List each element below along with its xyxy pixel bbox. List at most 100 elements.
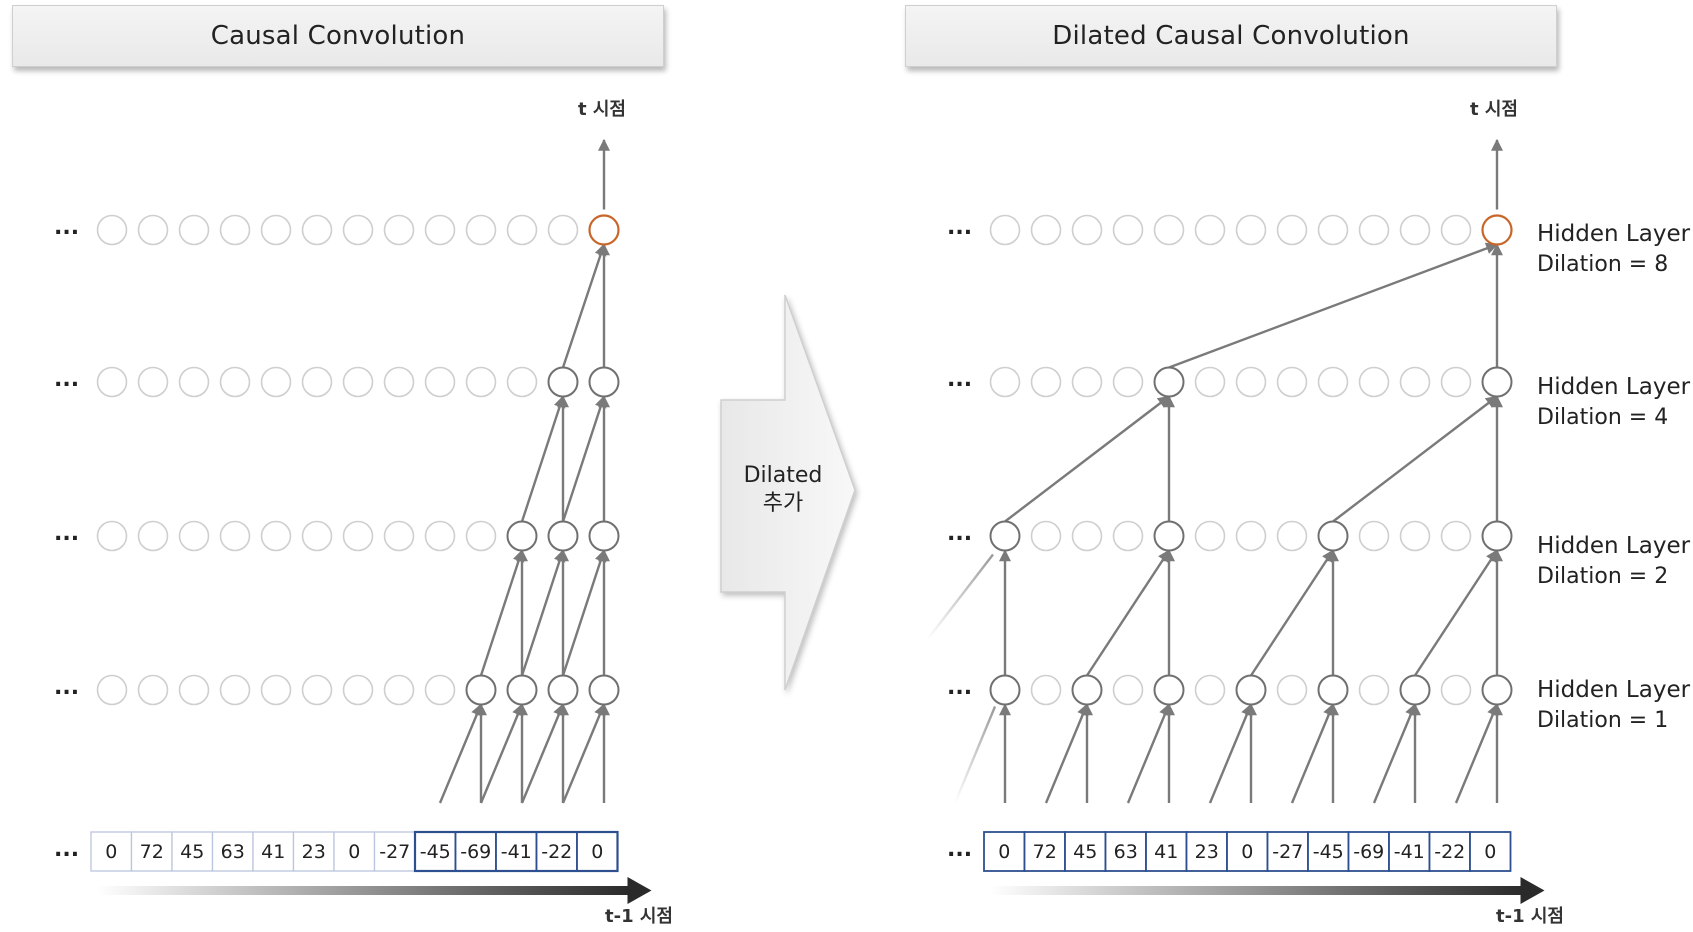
- right-sequence-value: 45: [1073, 841, 1097, 863]
- right-connection-arrow: [1249, 549, 1335, 677]
- right-time-arrowhead: [1520, 877, 1545, 904]
- left-inactive-node: [96, 366, 128, 398]
- left-inactive-node: [260, 674, 292, 706]
- left-sequence-value: 23: [302, 841, 326, 863]
- right-inactive-node: [1235, 366, 1267, 398]
- right-ellipsis: ...: [947, 675, 972, 700]
- left-connection-arrow: [561, 549, 607, 676]
- right-active-node: [1235, 674, 1267, 706]
- left-connection-arrow: [561, 243, 607, 368]
- left-sequence-cell: [171, 831, 214, 872]
- left-inactive-node: [178, 674, 210, 706]
- right-active-node: [1153, 520, 1185, 552]
- right-active-node: [1399, 674, 1431, 706]
- right-inactive-node: [1030, 520, 1062, 552]
- right-ellipsis: ...: [947, 215, 972, 240]
- right-connection-arrow: [1372, 703, 1417, 804]
- right-active-node: [989, 520, 1021, 552]
- left-ellipsis: ...: [54, 521, 79, 546]
- left-sequence-value: 45: [180, 841, 204, 863]
- left-t-1-label: t-1 시점: [605, 906, 673, 927]
- svg-text:Hidden Layer: Hidden Layer: [1537, 374, 1691, 400]
- right-inactive-node: [989, 366, 1021, 398]
- svg-text:Dilation = 8: Dilation = 8: [1537, 252, 1668, 277]
- left-inactive-node: [178, 214, 210, 246]
- left-active-node: [465, 674, 497, 706]
- left-sequence-value: -22: [541, 841, 572, 863]
- left-sequence-value: 63: [221, 841, 245, 863]
- left-inactive-node: [96, 674, 128, 706]
- right-inactive-node: [1276, 520, 1308, 552]
- left-sequence-cell: [292, 831, 335, 872]
- left-inactive-node: [137, 366, 169, 398]
- left-inactive-node: [301, 674, 333, 706]
- right-inactive-node: [1358, 366, 1390, 398]
- svg-text:Dilation = 2: Dilation = 2: [1537, 564, 1668, 589]
- right-active-node: [1317, 674, 1349, 706]
- left-inactive-node: [342, 520, 374, 552]
- right-sequence-value: 0: [998, 841, 1010, 863]
- left-sequence-cell: [454, 831, 497, 872]
- left-sequence-value: -27: [379, 841, 410, 863]
- left-inactive-node: [547, 214, 579, 246]
- left-inactive-node: [260, 214, 292, 246]
- left-active-node: [506, 674, 538, 706]
- left-ellipsis: ...: [54, 367, 79, 392]
- right-sequence-cell: [1469, 831, 1512, 872]
- left-output-node: [588, 214, 620, 246]
- right-sequence-cell: [1145, 831, 1188, 872]
- svg-text:Dilation = 4: Dilation = 4: [1537, 405, 1668, 430]
- left-inactive-node: [301, 520, 333, 552]
- right-connection-arrow: [1332, 395, 1498, 523]
- left-sequence-cell: [333, 831, 376, 872]
- right-t-1-label: t-1 시점: [1496, 906, 1564, 927]
- right-inactive-node: [1030, 366, 1062, 398]
- right-inactive-node: [1399, 366, 1431, 398]
- right-sequence-value: 0: [1484, 841, 1496, 863]
- left-connection-arrow: [479, 549, 525, 676]
- left-inactive-node: [178, 366, 210, 398]
- right-sequence-cell: [1023, 831, 1066, 872]
- left-connection-arrow: [520, 703, 565, 804]
- right-sequence-value: 63: [1114, 841, 1138, 863]
- left-sequence-value: 0: [105, 841, 117, 863]
- right-inactive-node: [1071, 366, 1103, 398]
- right-connection-arrow: [1168, 242, 1499, 369]
- left-sequence-cell: [414, 831, 457, 872]
- right-inactive-node: [1276, 366, 1308, 398]
- right-time-bar: [990, 886, 1523, 895]
- left-sequence-value: 0: [348, 841, 360, 863]
- right-inactive-node: [1235, 520, 1267, 552]
- left-active-node: [547, 366, 579, 398]
- left-active-node: [547, 520, 579, 552]
- left-inactive-node: [137, 520, 169, 552]
- left-time-arrowhead: [627, 877, 652, 904]
- left-ellipsis: ...: [54, 675, 79, 700]
- added-label: 추가: [763, 491, 803, 516]
- left-connection-arrow: [520, 549, 566, 676]
- left-inactive-node: [178, 520, 210, 552]
- right-inactive-node: [1194, 520, 1226, 552]
- right-sequence-cell: [1307, 831, 1350, 872]
- right-inactive-node: [1358, 214, 1390, 246]
- left-inactive-node: [137, 214, 169, 246]
- svg-text:Dilation = 1: Dilation = 1: [1537, 708, 1668, 733]
- right-inactive-node: [1317, 366, 1349, 398]
- right-inactive-node: [1358, 520, 1390, 552]
- right-connection-arrow: [1208, 703, 1253, 804]
- right-inactive-node: [1194, 366, 1226, 398]
- right-inactive-node: [1235, 214, 1267, 246]
- left-inactive-node: [260, 366, 292, 398]
- right-connection-arrow: [1085, 549, 1171, 677]
- left-inactive-node: [342, 366, 374, 398]
- left-inactive-node: [424, 674, 456, 706]
- left-inactive-node: [383, 214, 415, 246]
- left-inactive-node: [424, 214, 456, 246]
- right-inactive-node: [1194, 214, 1226, 246]
- right-sequence-cell: [1428, 831, 1471, 872]
- right-sequence-value: -69: [1353, 841, 1384, 863]
- right-inactive-node: [989, 214, 1021, 246]
- left-sequence-value: 41: [261, 841, 285, 863]
- left-ellipsis: ...: [54, 215, 79, 240]
